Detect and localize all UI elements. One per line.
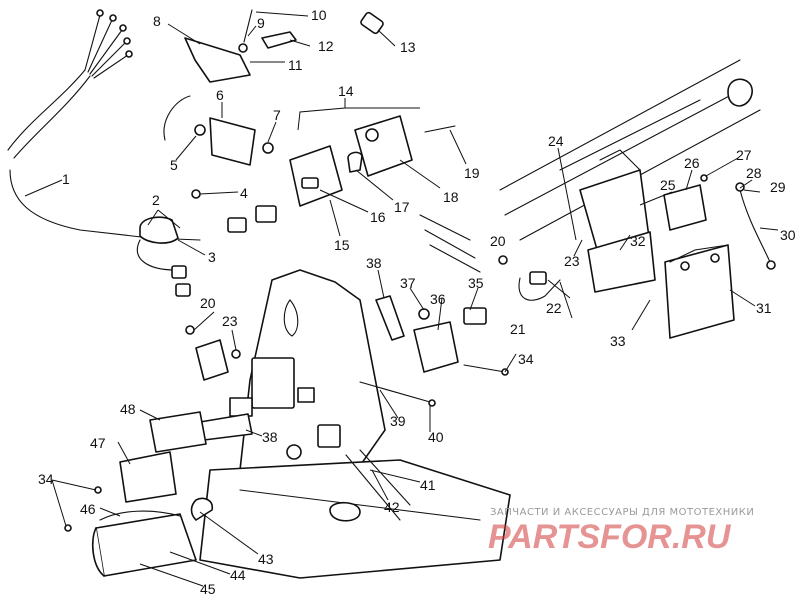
callout-20b: 20 — [490, 233, 506, 249]
bracket-assembly-top — [184, 9, 297, 83]
callout-44: 44 — [230, 567, 246, 583]
callout-27: 27 — [736, 147, 752, 163]
callout-12: 12 — [318, 38, 334, 54]
callout-2: 2 — [152, 192, 160, 208]
callout-47: 47 — [90, 435, 106, 451]
callout-17: 17 — [394, 199, 410, 215]
callout-43: 43 — [258, 551, 274, 567]
callout-16: 16 — [370, 209, 386, 225]
watermark-brand: PARTSFOR.RU — [488, 518, 732, 556]
frame-rails — [419, 59, 761, 273]
voltage-regulator — [185, 325, 241, 381]
callout-11: 11 — [288, 57, 303, 73]
callout-32: 32 — [630, 233, 646, 249]
callout-30: 30 — [780, 227, 796, 243]
callout-45: 45 — [200, 581, 216, 596]
ignition-switch — [139, 189, 277, 244]
callout-9: 9 — [257, 15, 265, 31]
bolts — [359, 364, 509, 407]
wiring-harness — [7, 9, 201, 297]
callout-8: 8 — [153, 13, 161, 29]
callout-33: 33 — [610, 333, 626, 349]
callout-25: 25 — [660, 177, 676, 193]
lower-frame — [199, 449, 511, 579]
callout-40: 40 — [428, 429, 444, 445]
callout-22: 22 — [546, 300, 562, 316]
callout-41: 41 — [420, 477, 436, 493]
callout-4: 4 — [240, 185, 248, 201]
callout-7: 7 — [273, 107, 281, 123]
callout-48: 48 — [120, 401, 136, 417]
callout-18: 18 — [443, 189, 459, 205]
callout-36: 36 — [430, 291, 446, 307]
taillight-assembly — [289, 115, 456, 207]
callout-20a: 20 — [200, 295, 216, 311]
watermark-tagline: ЗАПЧАСТИ И АКСЕССУАРЫ ДЛЯ МОТОТЕХНИКИ — [490, 507, 754, 518]
connector-13 — [360, 11, 384, 35]
callout-3: 3 — [208, 249, 216, 265]
callout-42: 42 — [384, 499, 400, 515]
callout-26: 26 — [684, 155, 700, 171]
callout-28: 28 — [746, 165, 762, 181]
callout-34b: 34 — [518, 351, 534, 367]
mounting-plate — [229, 269, 386, 496]
callout-39: 39 — [390, 413, 406, 429]
callout-5: 5 — [170, 157, 178, 173]
leader-lines — [24, 11, 779, 587]
callout-15: 15 — [334, 237, 350, 253]
callout-34a: 34 — [38, 471, 54, 487]
callout-46: 46 — [80, 501, 96, 517]
fuse-holder — [413, 307, 487, 373]
callout-29: 29 — [770, 179, 786, 195]
callout-31: 31 — [756, 300, 772, 316]
callout-38b: 38 — [366, 255, 382, 271]
callout-6: 6 — [216, 87, 224, 103]
watermark: ЗАПЧАСТИ И АКСЕССУАРЫ ДЛЯ МОТОТЕХНИКИ PA… — [488, 507, 754, 556]
callout-35: 35 — [468, 275, 484, 291]
callout-numbers: 1 2 3 4 5 6 7 8 9 10 11 12 13 14 15 16 1… — [38, 7, 796, 596]
callout-19: 19 — [464, 165, 480, 181]
callout-14: 14 — [338, 83, 354, 99]
callout-37: 37 — [400, 275, 416, 291]
callout-38a: 38 — [262, 429, 278, 445]
callout-23b: 23 — [564, 253, 580, 269]
callout-10: 10 — [311, 7, 327, 23]
callout-13: 13 — [400, 39, 416, 55]
mounting-plate-6 — [163, 95, 274, 166]
callout-23a: 23 — [222, 313, 238, 329]
callout-24: 24 — [548, 133, 564, 149]
callout-21: 21 — [510, 321, 526, 337]
battery-area — [498, 169, 776, 339]
callout-1: 1 — [62, 171, 70, 187]
front-light-assembly — [64, 411, 214, 577]
